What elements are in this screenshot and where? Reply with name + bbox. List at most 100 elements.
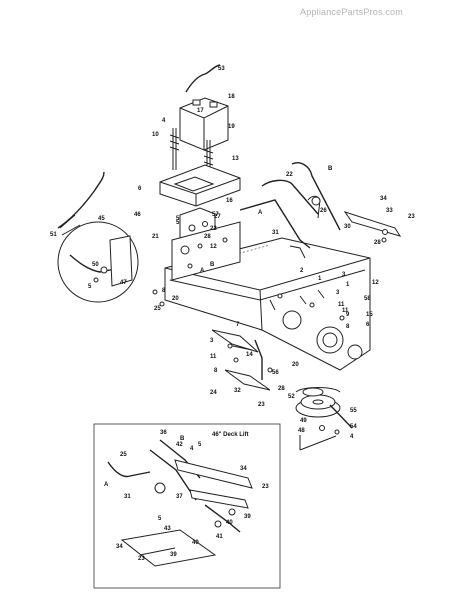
callout-23-right: 23 [408,214,415,220]
inset-callout-5: 5 [198,442,202,448]
inset-callout-labels: 36 B 42 4 5 A 25 31 37 34 23 40 39 5 41 … [104,430,269,562]
callout-33: 33 [386,208,393,214]
callout-50: 50 [92,262,99,268]
callout-4-bottom: 4 [350,434,354,440]
callout-1: 1 [318,276,322,282]
callout-28-right: 28 [374,240,381,246]
callout-53: 53 [218,66,225,72]
callout-14: 14 [246,352,253,358]
callout-12: 12 [210,244,217,250]
inset-callout-23-bottom: 23 [138,556,145,562]
inset-callout-31: 31 [124,494,131,500]
callout-23-mid: 23 [258,402,265,408]
callout-20-mid: 20 [292,362,299,368]
callout-16: 16 [226,198,233,204]
callout-27: 27 [214,214,221,220]
callout-48: 48 [298,428,305,434]
callout-9: 9 [346,312,350,318]
callout-17: 17 [197,108,204,114]
callout-30: 30 [344,224,351,230]
inset-callout-34-bottom: 34 [116,544,123,550]
inset-callout-39-bottom: 39 [170,552,177,558]
callout-B-left: B [210,262,215,268]
callout-15: 15 [366,312,373,318]
callout-18: 18 [228,94,235,100]
inset-callout-A: A [104,482,109,488]
callout-5: 5 [176,220,180,226]
callout-11-right: 11 [342,308,349,314]
callout-7: 7 [236,322,240,328]
callout-55: 55 [350,408,357,414]
lift-arm-pieces [211,329,271,391]
callout-4: 4 [162,118,166,124]
inset-callout-39-top: 39 [244,514,251,520]
callout-A-left: A [200,268,205,274]
detail-callout-circle [57,171,139,303]
watermark-text: AppliancePartsPros.com [300,7,403,17]
inset-callout-23-top: 23 [262,484,269,490]
callout-26: 26 [320,208,327,214]
callout-19: 19 [228,124,235,130]
callout-57: 57 [212,212,219,218]
callout-20-left: 20 [172,296,179,302]
callout-49: 49 [300,418,307,424]
inset-callout-41: 41 [216,534,223,540]
callout-46: 46 [134,212,141,218]
callout-B-right: B [328,166,333,172]
inset-callout-5-bottom: 5 [158,516,162,522]
callout-28: 28 [204,234,211,240]
callout-32: 32 [234,388,241,394]
callout-12-right: 12 [372,280,379,286]
callout-31: 31 [272,230,279,236]
callout-8-left: 8 [162,288,166,294]
inset-callout-36: 36 [160,430,167,436]
callout-52: 52 [288,394,295,400]
callout-22: 22 [210,226,217,232]
callout-6: 6 [138,186,142,192]
callout-3-top: 3 [342,272,346,278]
tractor-frame [164,237,371,371]
callout-22-right: 22 [286,172,293,178]
inset-callout-40-bottom: 40 [192,540,199,546]
callout-45: 45 [98,216,105,222]
callout-34-right: 34 [380,196,387,202]
front-bracket [171,221,241,281]
battery-cable [185,64,221,93]
callout-58: 58 [364,296,371,302]
callout-51: 51 [50,232,57,238]
pulley-assembly [295,387,353,451]
inset-callout-25: 25 [120,452,127,458]
callout-56: 56 [272,370,279,376]
callout-6-right: 6 [366,322,370,328]
inset-callout-34-top: 34 [240,466,247,472]
inset-callout-37: 37 [176,494,183,500]
callout-47: 47 [120,280,127,286]
callout-3-right: 3 [336,290,340,296]
callout-13: 13 [232,156,239,162]
battery-tray [159,164,241,207]
callout-21: 21 [152,234,159,240]
callout-24: 24 [210,390,217,396]
callout-54: 54 [350,424,357,430]
inset-callout-40-top: 40 [226,520,233,526]
callout-11-top: 11 [338,302,345,308]
callout-2: 2 [300,268,304,274]
callout-28-mid: 28 [278,386,285,392]
callout-5-circle: 5 [88,284,92,290]
callout-11-mid: 11 [210,354,217,360]
callout-25: 25 [154,306,161,312]
callout-5-top: 5 [176,216,180,222]
main-callout-labels: 53 18 17 19 4 10 13 6 16 27 5 46 22 28 2… [50,66,415,440]
callout-8-right: 8 [346,324,350,330]
callout-8-mid: 8 [214,368,218,374]
callout-10: 10 [152,132,159,138]
inset-callout-4: 4 [190,446,194,452]
inset-title: 46" Deck Lift [212,432,249,438]
callout-A-right: A [258,210,263,216]
inset-callout-B: B [180,436,185,442]
hardware-fasteners [152,229,388,435]
deck-lift-inset: 46" Deck Lift [93,423,281,589]
inset-callout-42: 42 [176,442,183,448]
callout-3-mid: 3 [210,338,214,344]
